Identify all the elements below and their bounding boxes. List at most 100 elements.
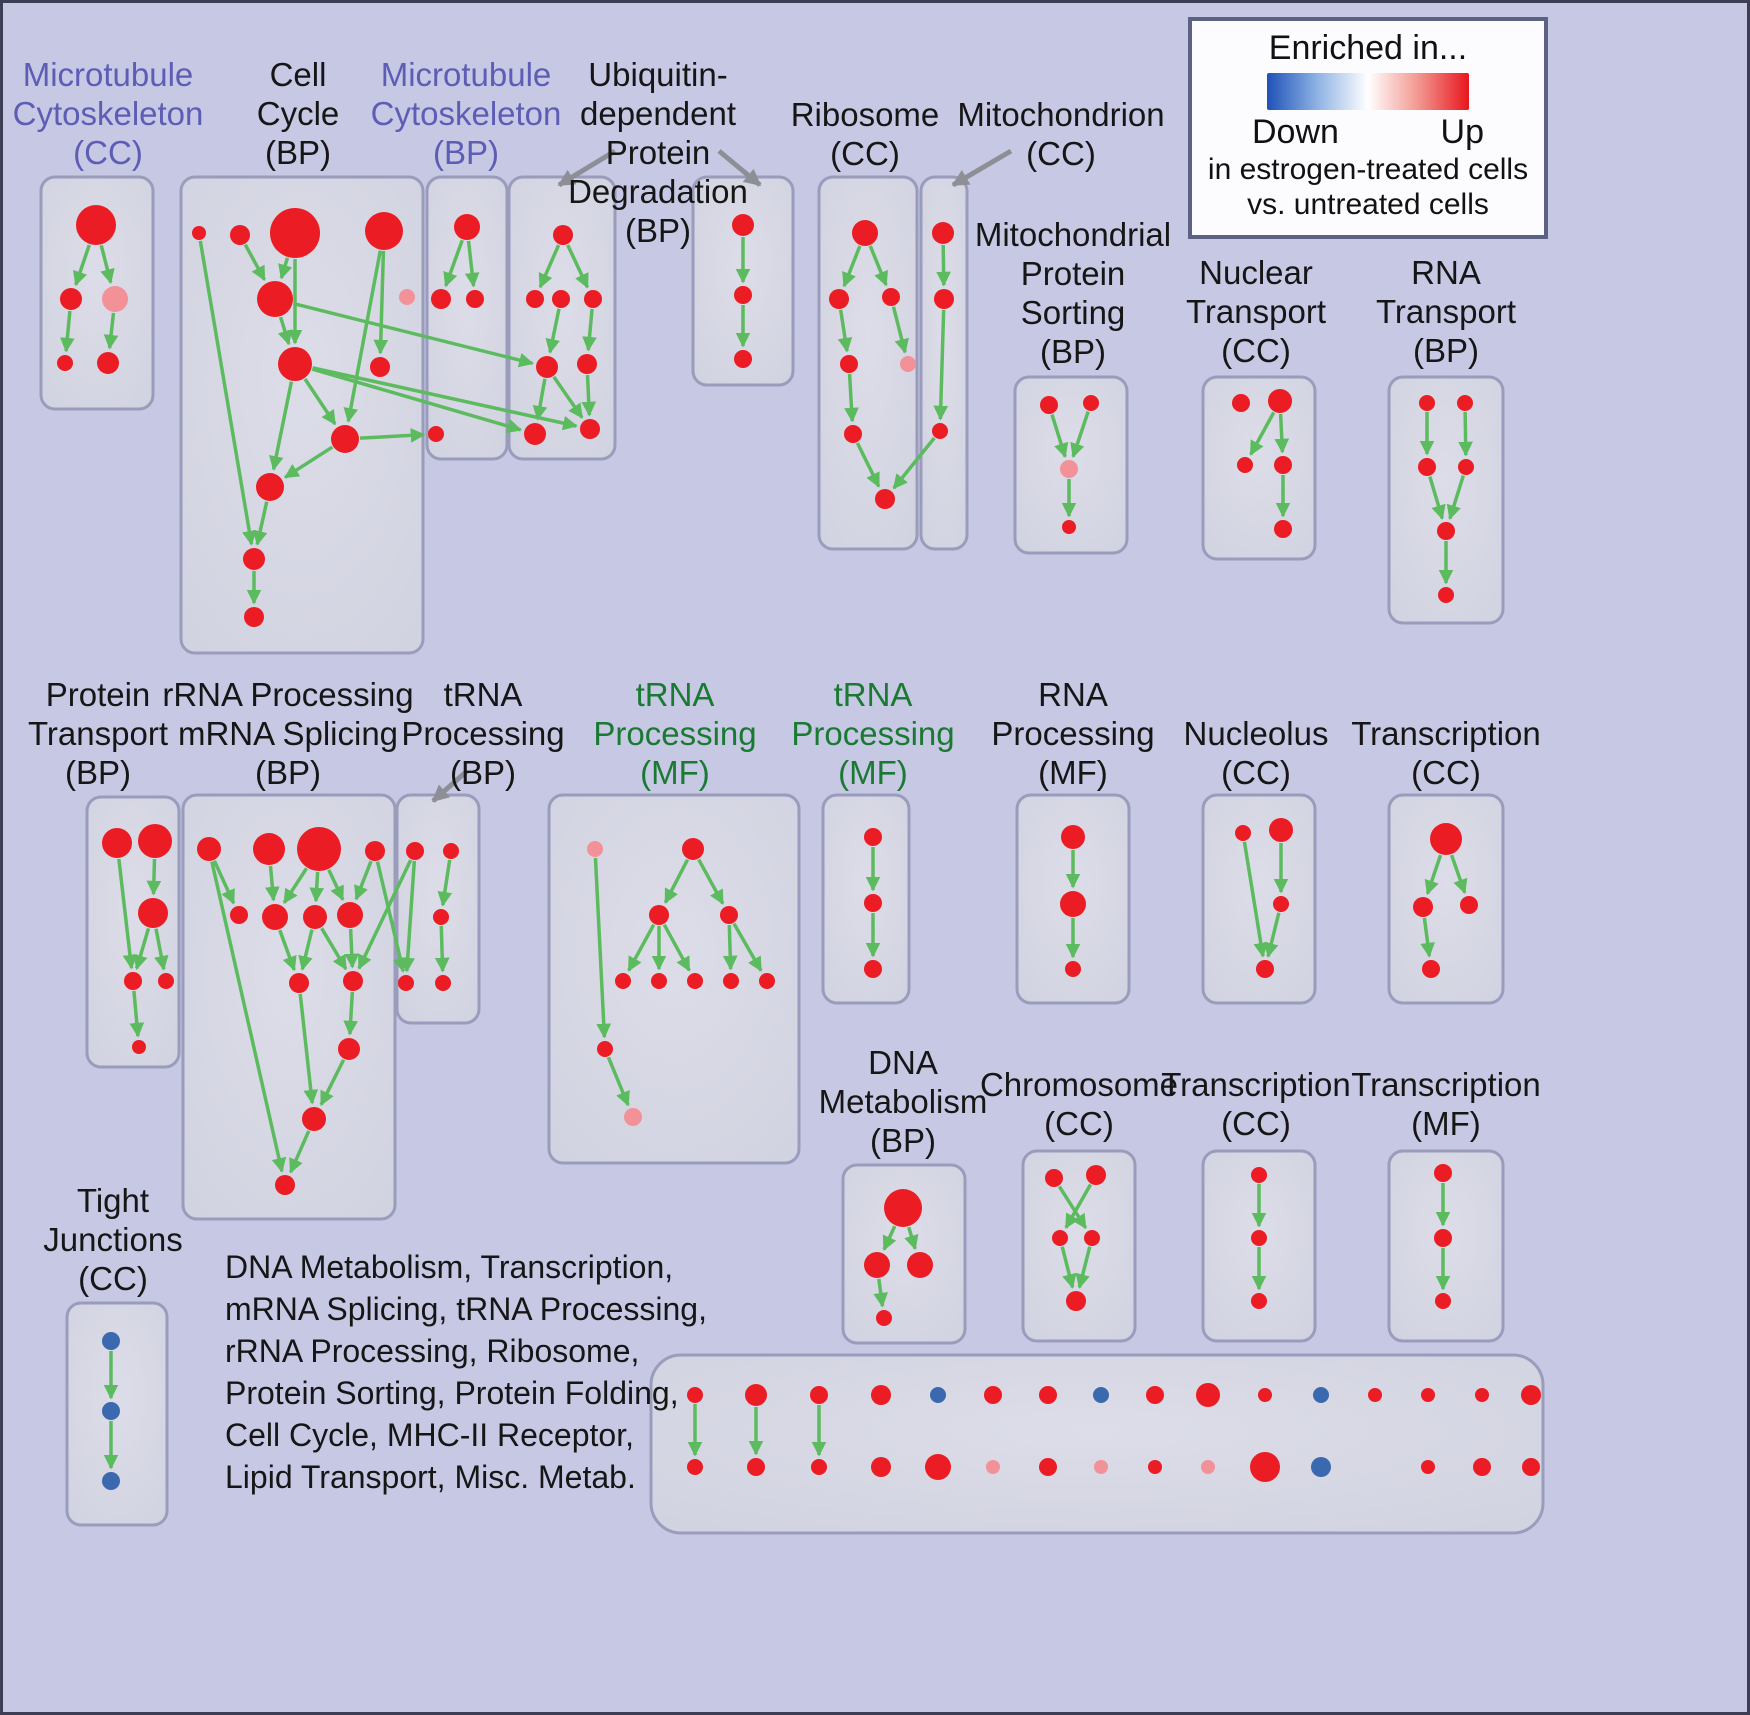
go-term-node [1232, 394, 1250, 412]
go-term-node [1201, 1460, 1215, 1474]
go-term-node [1060, 891, 1086, 917]
go-term-node [526, 290, 544, 308]
go-term-node [1086, 1165, 1106, 1185]
edge-arrow [327, 869, 345, 901]
edge-arrow [1070, 410, 1090, 459]
edge-arrow [146, 858, 162, 896]
go-term-node [253, 833, 285, 865]
go-term-node [256, 473, 284, 501]
edge-arrow [99, 244, 115, 284]
edge-arrow [1264, 912, 1281, 958]
go-term-node [257, 281, 293, 317]
go-term-node [343, 971, 363, 991]
edge-arrow [198, 240, 257, 546]
go-term-node [158, 973, 174, 989]
edge-arrow [855, 442, 881, 488]
go-term-node [331, 425, 359, 453]
edge-arrow [283, 445, 334, 479]
go-term-node [270, 208, 320, 258]
go-term-node [337, 902, 363, 928]
edge-arrow [434, 925, 450, 973]
edge-arrow [298, 993, 319, 1105]
go-term-node [278, 347, 312, 381]
edge-arrow [60, 310, 75, 353]
legend: Enriched in... Down Up in estrogen-treat… [1188, 17, 1548, 239]
go-term-node [649, 905, 669, 925]
go-term-node [365, 841, 385, 861]
edge-arrow [662, 923, 691, 972]
legend-up-label: Up [1440, 113, 1484, 151]
edge-arrow [354, 860, 373, 901]
go-term-node [57, 355, 73, 371]
go-term-node [597, 1041, 613, 1057]
go-term-node [723, 973, 739, 989]
edge-arrow [904, 1226, 919, 1251]
go-term-node [1062, 520, 1076, 534]
go-term-node [875, 489, 895, 509]
label-callout-arrow [951, 148, 1013, 188]
edge-arrow [1428, 476, 1446, 520]
edge-arrow [1050, 414, 1069, 458]
go-term-node [934, 289, 954, 309]
go-term-node [1313, 1387, 1329, 1403]
go-term-node [524, 423, 546, 445]
go-term-node [810, 1386, 828, 1404]
go-term-node [840, 355, 858, 373]
edge-arrow [1449, 854, 1468, 895]
edge-arrow [309, 871, 325, 903]
edge-arrow [1242, 841, 1269, 958]
go-term-node [138, 898, 168, 928]
edge-arrow [842, 245, 862, 288]
edge-arrow [936, 244, 951, 287]
go-term-node [844, 425, 862, 443]
cluster-box-rna-transport-bp [1387, 375, 1505, 625]
edge-arrow [722, 924, 738, 971]
go-term-node [1475, 1388, 1489, 1402]
edge-arrow [344, 928, 360, 969]
go-term-node [720, 906, 738, 924]
go-term-node [1061, 825, 1085, 849]
go-term-node [1148, 1460, 1162, 1474]
go-term-node [1418, 458, 1436, 476]
go-term-node [1094, 1460, 1108, 1474]
go-term-node [1235, 825, 1251, 841]
go-term-node [734, 286, 752, 304]
go-term-node [289, 973, 309, 993]
cluster-box-rrna-mrna-bp [181, 793, 397, 1221]
go-term-node [102, 1332, 120, 1350]
edge-arrow [278, 257, 293, 280]
go-term-node [624, 1108, 642, 1126]
go-term-node [302, 1107, 326, 1131]
edge-arrow [298, 929, 314, 971]
edge-arrow [443, 239, 464, 288]
go-term-node [615, 973, 631, 989]
go-term-node [1274, 456, 1292, 474]
go-term-node [1251, 1230, 1267, 1246]
cluster-box-chromosome-cc [1021, 1149, 1137, 1343]
go-term-node [884, 1189, 922, 1227]
edge-arrow [73, 244, 91, 287]
go-term-node [124, 972, 142, 990]
cluster-box-transcription-cc-1 [1387, 793, 1505, 1005]
edge-arrow [581, 374, 597, 417]
edge-arrow [437, 859, 453, 907]
go-term-node [243, 548, 265, 570]
edge-arrow [697, 858, 725, 905]
edges-layer [60, 237, 1473, 1470]
edge-arrow [265, 865, 280, 902]
go-term-node [930, 1387, 946, 1403]
go-term-node [132, 1040, 146, 1054]
cluster-box-ribosome-cc [817, 175, 919, 551]
go-term-node [1258, 1388, 1272, 1402]
go-term-node [1052, 1230, 1068, 1246]
edge-arrow [663, 858, 690, 904]
label-callout-arrow [717, 149, 762, 187]
cluster-box-mito-cc [919, 175, 969, 551]
edge-arrow [117, 858, 138, 970]
nodes-layer [57, 205, 1541, 1490]
go-term-node [97, 352, 119, 374]
cluster-box-bottom-strip [649, 1353, 1545, 1535]
edge-arrow [566, 244, 590, 289]
edge-arrow [1057, 1185, 1088, 1230]
